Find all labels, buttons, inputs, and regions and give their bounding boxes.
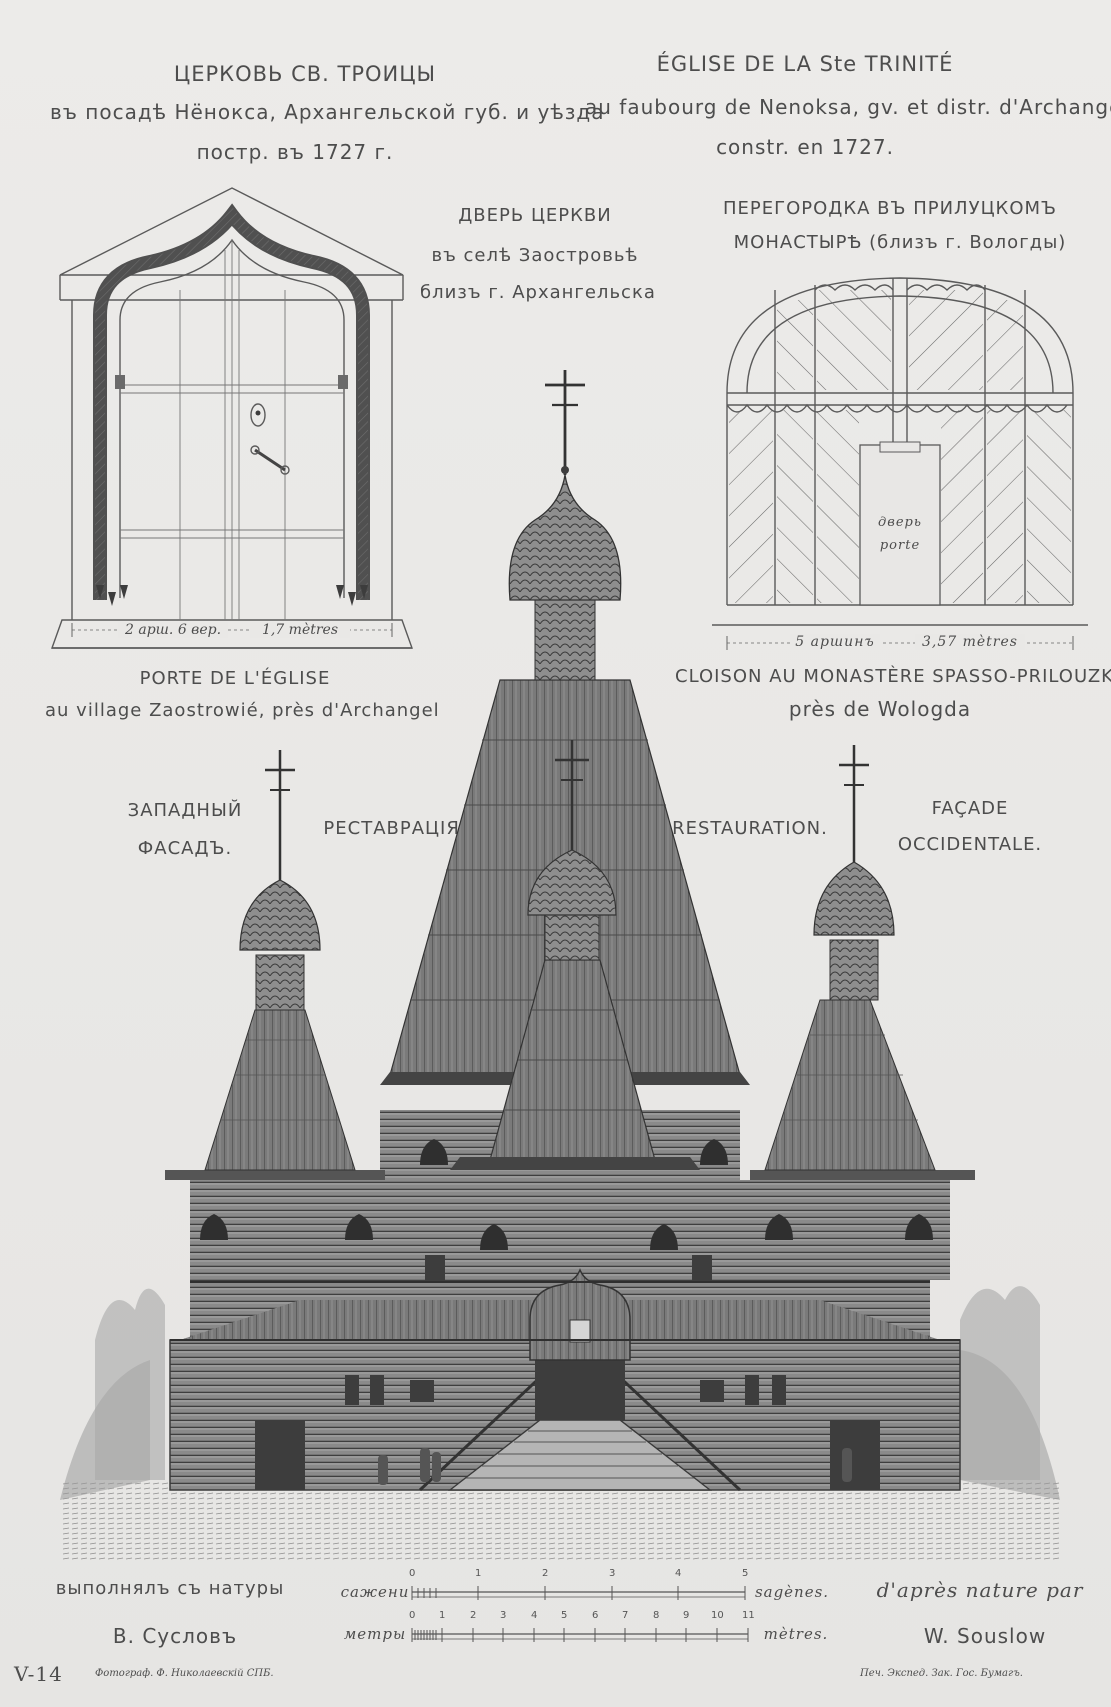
partition-caption-fr-2: près de Wologda — [788, 697, 972, 721]
facade-ru-2: ФАСАДЪ. — [137, 838, 233, 859]
facade-fr-1: FAÇADE — [931, 798, 1009, 819]
scale2-tick-3: 3 — [500, 1610, 507, 1621]
title-ru-line1: ЦЕРКОВЬ СВ. ТРОИЦЫ — [173, 62, 437, 86]
author-ru: В. Сусловъ — [112, 1624, 238, 1648]
scale2-tick-1: 1 — [439, 1610, 446, 1621]
photographer-credit: Фотограф. Ф. Николаевскій СПБ. — [95, 1668, 274, 1679]
scale1-tick-4: 4 — [675, 1568, 682, 1579]
scale2-tick-labels: 0 1 2 3 4 5 6 7 8 9 10 11 — [0, 1610, 1111, 1626]
scale1-tick-2: 2 — [542, 1568, 549, 1579]
door-title-ru-3: близъ г. Архангельска — [420, 282, 656, 303]
scale1-tick-3: 3 — [609, 1568, 616, 1579]
door-title-ru-2: въ селѣ Заостровьѣ — [431, 245, 639, 266]
scale2-tick-8: 8 — [653, 1610, 660, 1621]
door-scale-right: 1,7 mètres — [250, 622, 350, 638]
scale1-tick-1: 1 — [475, 1568, 482, 1579]
scale1-label-fr: sagènes. — [754, 1583, 830, 1601]
title-fr-line1: ÉGLISE DE LA Ste TRINITÉ — [656, 52, 954, 76]
title-fr-line3: constr. en 1727. — [716, 135, 894, 159]
door-title-ru-1: ДВЕРЬ ЦЕРКВИ — [458, 205, 612, 226]
restoration-ru: РЕСТАВРАЦІЯ. — [323, 818, 467, 839]
scale2-tick-11: 11 — [742, 1610, 755, 1621]
scale2-tick-5: 5 — [561, 1610, 568, 1621]
restoration-fr: RESTAURATION. — [672, 818, 828, 839]
partition-door-label-fr: porte — [879, 538, 921, 553]
scale1-tick-labels: 0 1 2 3 4 5 — [0, 1568, 1111, 1584]
scale2-label-ru: метры — [343, 1625, 407, 1643]
partition-scale-left: 5 аршинъ — [790, 634, 880, 650]
title-fr-line2: au faubourg de Nenoksa, gv. et distr. d'… — [585, 95, 1111, 119]
scale2-label-fr: mètres. — [763, 1625, 829, 1643]
partition-caption-fr-1: CLOISON AU MONASTÈRE SPASSO-PRILOUZK, — [675, 666, 1111, 687]
church-facade-drawing — [60, 370, 1060, 1560]
scale2-tick-4: 4 — [531, 1610, 538, 1621]
scale2-tick-10: 10 — [711, 1610, 724, 1621]
scale2-tick-9: 9 — [683, 1610, 690, 1621]
made-by-ru: выполнялъ съ натуры — [55, 1578, 285, 1599]
scale2-tick-2: 2 — [470, 1610, 477, 1621]
door-caption-fr-1: PORTE DE L'ÉGLISE — [139, 668, 331, 689]
facade-fr-2: OCCIDENTALE. — [897, 834, 1043, 855]
scale2-tick-7: 7 — [622, 1610, 629, 1621]
scale1-tick-5: 5 — [742, 1568, 749, 1579]
title-ru-line3: постр. въ 1727 г. — [196, 140, 394, 164]
scale1-tick-0: 0 — [409, 1568, 416, 1579]
partition-title-ru-1: ПЕРЕГОРОДКА ВЪ ПРИЛУЦКОМЪ — [722, 198, 1058, 219]
scale-bars — [411, 1586, 749, 1642]
partition-door-label-ru: дверь — [878, 515, 922, 530]
partition-title-ru-2: МОНАСТЫРѢ (близъ г. Вологды) — [733, 232, 1067, 253]
author-fr: W. Souslow — [923, 1624, 1047, 1648]
scale2-tick-0: 0 — [409, 1610, 416, 1621]
printer-credit: Печ. Экспед. Зак. Гос. Бумагъ. — [860, 1668, 1023, 1679]
partition-scale-right: 3,57 mètres — [915, 634, 1025, 650]
scale1-label-ru: сажени — [340, 1583, 410, 1601]
partition-drawing — [712, 277, 1088, 650]
plate-number: V-14 — [14, 1662, 63, 1686]
facade-ru-1: ЗАПАДНЫЙ — [127, 800, 243, 821]
made-by-fr: d'après nature par — [876, 1578, 1084, 1602]
church-door-drawing — [51, 187, 413, 649]
scale2-tick-6: 6 — [592, 1610, 599, 1621]
title-ru-line2: въ посадѣ Нёнокса, Архангельской губ. и … — [50, 100, 605, 124]
door-caption-fr-2: au village Zaostrowié, près d'Archangel — [45, 700, 440, 721]
door-scale-left: 2 арш. 6 вер. — [118, 622, 228, 638]
